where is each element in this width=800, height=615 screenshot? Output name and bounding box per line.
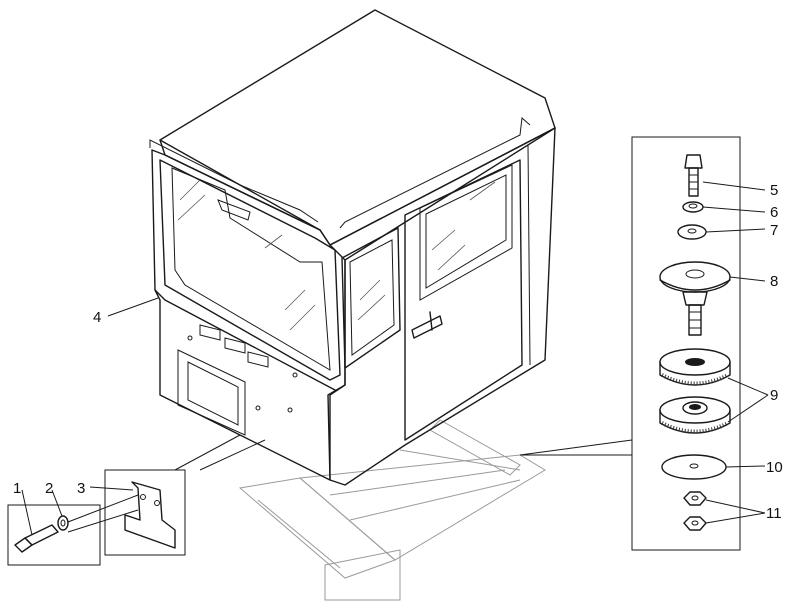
angle-bracket-part-3 [124, 481, 176, 549]
callout-4: 4 [93, 309, 101, 326]
callout-8: 8 [770, 273, 778, 290]
rubber-pads-part-9 [659, 348, 731, 434]
cab-side [329, 127, 556, 486]
mount-parts-panel [519, 136, 741, 551]
callout-1: 1 [13, 480, 21, 497]
flat-washer-part-7 [677, 224, 707, 240]
cab-door [404, 159, 523, 441]
callouts: 1 2 3 4 5 6 7 8 9 10 11 [13, 182, 783, 522]
base-frame [238, 419, 546, 601]
callout-6: 6 [770, 204, 778, 221]
leader-lines [21, 181, 769, 536]
bolt-part-5 [684, 154, 703, 197]
cab-roof [159, 9, 556, 246]
cab-front [151, 149, 346, 481]
large-washer-part-10 [661, 454, 727, 480]
nuts-part-11 [683, 491, 707, 531]
angle-bracket-group [67, 469, 186, 556]
callout-2: 2 [45, 480, 53, 497]
bolt-part-1 [14, 537, 33, 553]
bolt-washer-group [7, 504, 101, 566]
callout-11: 11 [766, 505, 782, 522]
callout-7: 7 [770, 222, 778, 239]
callout-10: 10 [766, 459, 783, 476]
door-handle [411, 315, 443, 339]
callout-5: 5 [770, 182, 778, 199]
callout-3: 3 [77, 480, 85, 497]
callout-9: 9 [770, 387, 778, 404]
washer-part-2 [57, 515, 69, 531]
cab [149, 9, 556, 486]
mount-cup-part-8 [659, 261, 731, 336]
